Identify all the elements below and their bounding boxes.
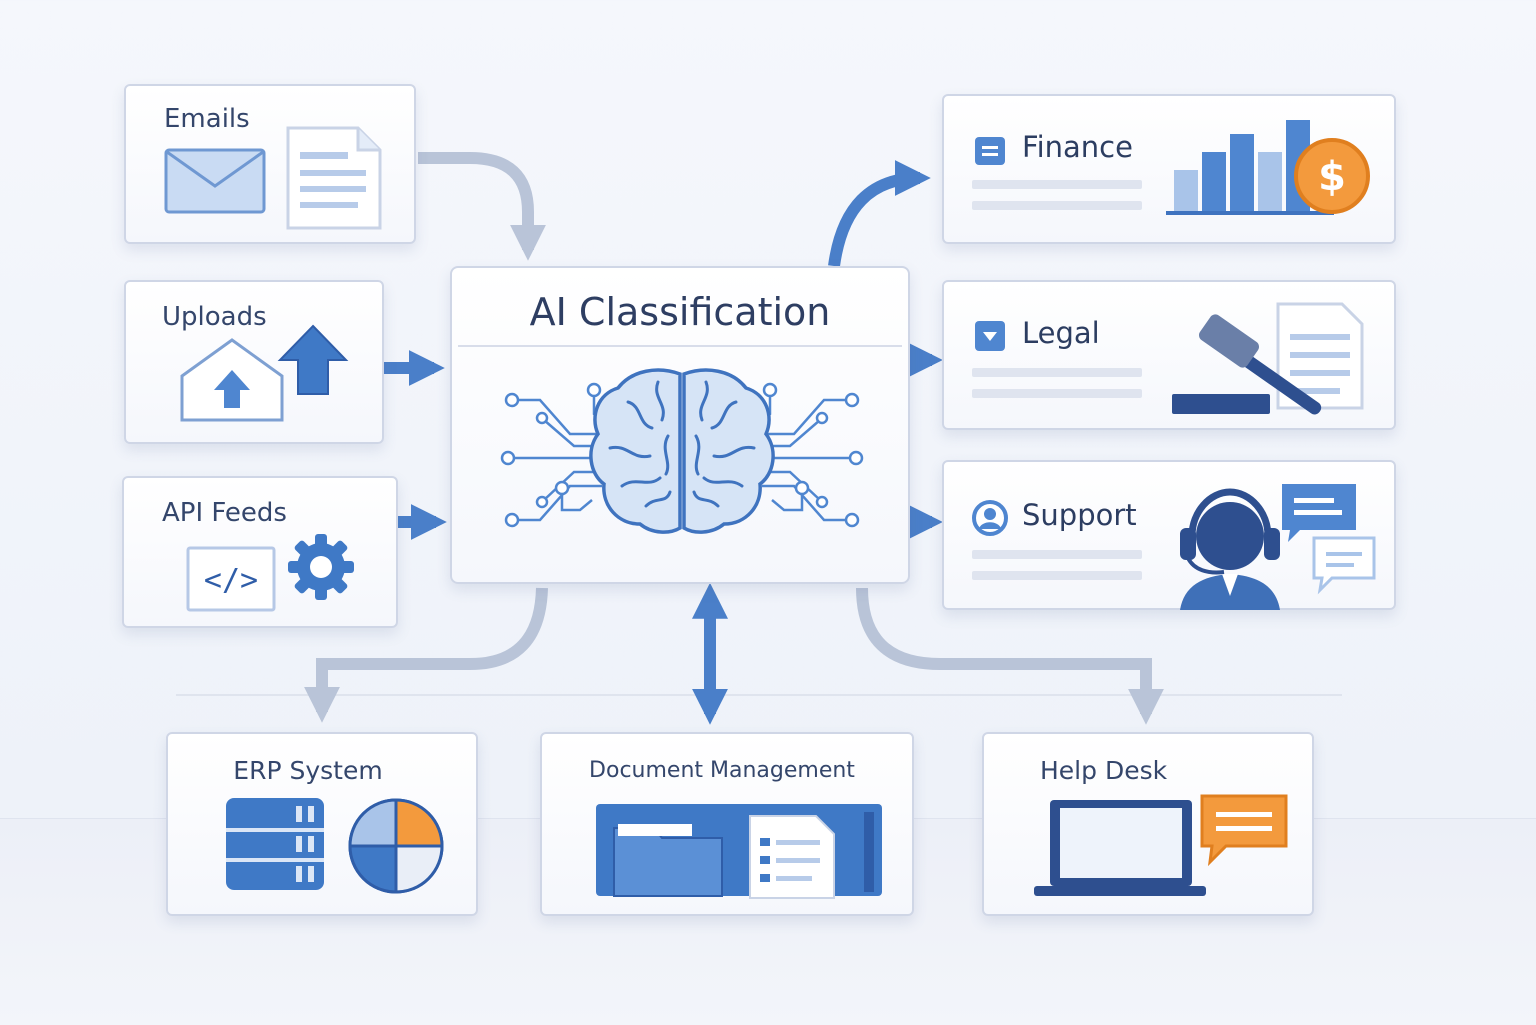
source-label: API Feeds <box>162 498 287 528</box>
headset-agent-icon <box>1180 484 1376 610</box>
category-card-finance[interactable]: Finance $ <box>942 94 1396 244</box>
folder-documents-icon <box>596 804 882 899</box>
svg-text:</>: </> <box>204 563 258 598</box>
brain-circuit-icon <box>500 368 864 534</box>
placeholder-lines <box>972 180 1142 222</box>
finance-badge-icon <box>975 137 1005 165</box>
title-divider <box>458 345 902 347</box>
ai-classification-card[interactable]: AI Classification <box>450 266 910 584</box>
guide-line <box>176 694 1342 696</box>
legal-badge-icon <box>975 321 1005 351</box>
placeholder-lines <box>972 550 1142 592</box>
document-icon <box>286 126 382 230</box>
bar-chart-dollar-icon: $ <box>1166 120 1370 215</box>
system-label: Help Desk <box>1040 756 1168 785</box>
source-card-emails[interactable]: Emails <box>124 84 416 244</box>
upload-box-icon <box>180 338 284 422</box>
source-label: Emails <box>164 104 250 134</box>
database-icon <box>226 798 324 890</box>
category-label: Support <box>1022 498 1137 532</box>
category-label: Finance <box>1022 130 1133 164</box>
code-window-icon: </> <box>186 546 276 612</box>
arrow-emails-to-center <box>418 152 546 261</box>
arrow-center-to-help-desk <box>856 587 1164 725</box>
system-card-document-management[interactable]: Document Management <box>540 732 914 916</box>
source-label: Uploads <box>162 302 267 332</box>
placeholder-lines <box>972 368 1142 410</box>
system-label: Document Management <box>589 758 855 783</box>
source-card-uploads[interactable]: Uploads <box>124 280 384 444</box>
source-card-api-feeds[interactable]: API Feeds </> <box>122 476 398 628</box>
upload-arrow-icon <box>277 324 349 395</box>
arrow-center-to-erp <box>304 587 548 723</box>
arrow-center-to-finance <box>828 160 931 267</box>
system-card-help-desk[interactable]: Help Desk <box>982 732 1314 916</box>
system-label: ERP System <box>233 756 383 785</box>
laptop-icon <box>1034 800 1206 896</box>
user-badge-icon <box>972 500 1008 536</box>
chat-bubble-icon <box>1200 794 1288 867</box>
envelope-icon <box>164 148 266 214</box>
category-label: Legal <box>1022 316 1100 350</box>
system-card-erp-system[interactable]: ERP System <box>166 732 478 916</box>
gavel-icon <box>1172 302 1364 415</box>
category-card-legal[interactable]: Legal <box>942 280 1396 430</box>
pie-chart-icon <box>348 798 444 894</box>
gear-icon <box>288 534 354 600</box>
category-card-support[interactable]: Support <box>942 460 1396 610</box>
ai-classification-title: AI Classification <box>529 290 831 334</box>
svg-text:$: $ <box>1318 154 1346 200</box>
